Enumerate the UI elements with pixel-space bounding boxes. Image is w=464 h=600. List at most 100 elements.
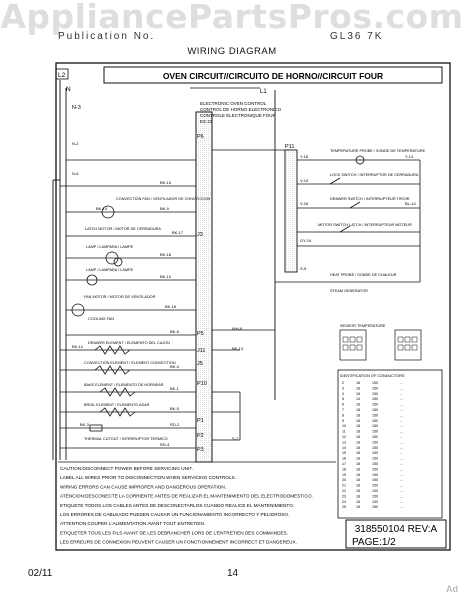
table-cell: 2: [342, 381, 344, 385]
table-cell: 6: [342, 403, 344, 407]
table-cell: ...: [400, 505, 403, 509]
svg-text:BK-3: BK-3: [80, 422, 90, 427]
component-drawer-element: DRAWER ELEMENT / ELEMENTO DEL CAJON: [88, 341, 170, 345]
table-cell: 24: [342, 500, 346, 504]
table-cell: 25: [342, 505, 346, 509]
table-cell: 22: [342, 489, 346, 493]
table-cell: 150: [372, 489, 378, 493]
svg-text:BK-17: BK-17: [172, 230, 184, 235]
table-cell: 16: [342, 457, 346, 461]
table-cell: ...: [400, 457, 403, 461]
line-label-l2: L2: [58, 72, 66, 79]
connector-p2: P2: [197, 433, 204, 439]
table-cell: 18: [356, 467, 360, 471]
connector-p10: P10: [197, 381, 207, 387]
watermark: AppliancePartsPros.com: [0, 0, 464, 36]
right-component-labels: TEMPERATURE PROBE / SONDE DE TEMPERATURE…: [318, 149, 426, 293]
table-cell: ...: [400, 408, 403, 412]
table-cell: 8: [342, 413, 344, 417]
table-header: IDENTIFICATION OF CONDUCTORS: [340, 374, 405, 378]
table-cell: 14: [356, 397, 360, 401]
table-cell: 18: [356, 413, 360, 417]
table-cell: 150: [372, 440, 378, 444]
part-number: 318550104 REV:A: [355, 524, 438, 535]
connector-labels: P6 J3 P11 P5 J11 J5 P10 P1 P2 P3: [197, 134, 294, 453]
table-cell: 18: [356, 435, 360, 439]
table-cell: 18: [356, 430, 360, 434]
svg-text:BK-5: BK-5: [170, 406, 180, 411]
table-cell: 150: [372, 408, 378, 412]
component-cooling-fan: COOLING FAN: [88, 317, 114, 321]
right-circuit-wires: [212, 155, 421, 441]
table-cell: 150: [372, 505, 378, 509]
table-cell: ...: [400, 500, 403, 504]
table-cell: ...: [400, 489, 403, 493]
control-board-line-4: ES 23: [200, 119, 213, 124]
sensor-box-label: SENSOR TEMPERATURE: [340, 324, 386, 328]
table-cell: 150: [372, 424, 378, 428]
component-fan-motor: FAN MOTOR / MOTOR DE VENTILADOR: [84, 295, 156, 299]
table-cell: 150: [372, 484, 378, 488]
table-cell: 150: [372, 500, 378, 504]
table-cell: ...: [400, 440, 403, 444]
connector-p5: P5: [197, 331, 204, 337]
table-cell: 150: [372, 457, 378, 461]
table-cell: ...: [400, 413, 403, 417]
table-cell: 18: [356, 484, 360, 488]
publication-label: Publication No.: [58, 31, 156, 42]
svg-text:N-6: N-6: [72, 171, 79, 176]
svg-text:RD-4: RD-4: [160, 442, 170, 447]
line-label-n: N: [66, 86, 71, 93]
warning-line: CAUTION:DISCONNECT POWER BEFORE SERVICIN…: [60, 466, 193, 471]
table-cell: 18: [356, 473, 360, 477]
table-cell: 18: [356, 457, 360, 461]
component-convection-fan: CONVECTION FAN / VENTILADOR DE CONVECCIO…: [116, 197, 211, 201]
table-cell: ...: [400, 435, 403, 439]
table-cell: 150: [372, 386, 378, 390]
ad-badge: Ad: [446, 584, 458, 594]
warning-block: CAUTION:DISCONNECT POWER BEFORE SERVICIN…: [60, 466, 313, 545]
neutral-terminal: N-3: [72, 105, 81, 111]
svg-text:BK-12: BK-12: [72, 344, 84, 349]
table-cell: ...: [400, 446, 403, 450]
table-cell: 7: [342, 408, 344, 412]
table-cell: ...: [400, 392, 403, 396]
component-lamp-1: LAMP / LAMPARA / LAMPE: [86, 245, 134, 249]
svg-text:V-10: V-10: [300, 178, 309, 183]
warning-line: LABEL ALL WIRES PRIOR TO DISCONNECTION W…: [60, 475, 236, 480]
table-cell: 18: [356, 386, 360, 390]
connector-j11: J11: [197, 348, 205, 354]
warning-line: WIRING ERRORS CAN CAUSE IMPROPER AND DAN…: [60, 484, 226, 489]
table-cell: ...: [400, 467, 403, 471]
table-cell: 18: [356, 500, 360, 504]
table-cell: ...: [400, 381, 403, 385]
connector-j3: J3: [197, 232, 203, 238]
footer-date: 02/11: [28, 568, 53, 579]
table-cell: ...: [400, 419, 403, 423]
component-lamp-2: LAMP / LAMPARA / LAMPE: [86, 268, 134, 272]
table-cell: 18: [356, 419, 360, 423]
component-convection-element: CONVECTION ELEMENT / ELEMENT CONVECTION: [84, 361, 176, 365]
model-number: GL36 7K: [330, 31, 384, 42]
part-number-box: [345, 519, 447, 549]
table-cell: ...: [400, 424, 403, 428]
connector-p6: P6: [197, 134, 204, 140]
connector-p11: P11: [285, 144, 294, 150]
svg-text:BK-9: BK-9: [160, 206, 170, 211]
wire-labels: N-2 N-6 BK-15 BK-14 BK-9 BK-17 BK-18 BK-…: [72, 141, 416, 447]
svg-text:S-5: S-5: [300, 266, 307, 271]
table-cell: ...: [400, 386, 403, 390]
svg-text:N-2: N-2: [72, 141, 79, 146]
left-component-labels: CONVECTION FAN / VENTILADOR DE CONVECCIO…: [84, 197, 211, 441]
table-cell: 150: [372, 473, 378, 477]
table-cell: 18: [356, 424, 360, 428]
svg-text:BK-13: BK-13: [232, 346, 244, 351]
footer-page-number: 14: [227, 568, 239, 579]
svg-text:BK-8: BK-8: [170, 329, 180, 334]
table-cell: 20: [342, 478, 346, 482]
table-cell: ...: [400, 473, 403, 477]
conductor-table: [337, 369, 443, 519]
warning-line: LES ERREURS DE CONNEXION PEUVENT CAUSER …: [60, 540, 297, 545]
left-circuit-wires: [60, 159, 196, 449]
table-cell: 18: [356, 446, 360, 450]
